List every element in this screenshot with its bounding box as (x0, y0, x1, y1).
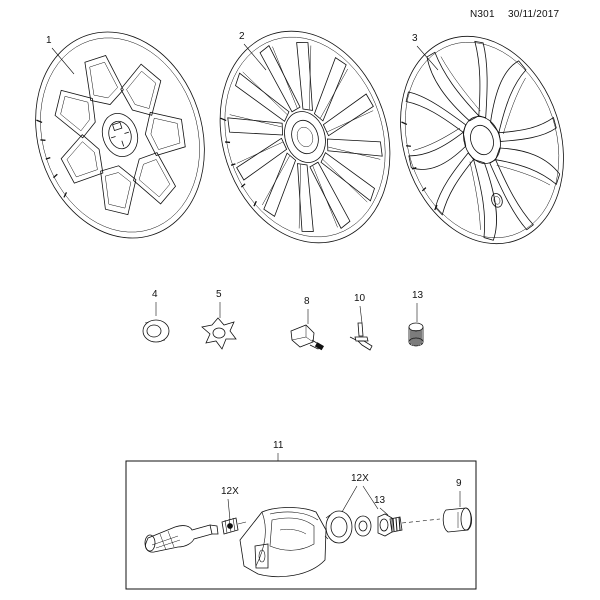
callout-12x-right: 12X (351, 473, 369, 484)
kit-sleeve (443, 508, 471, 532)
callout-8: 8 (304, 296, 310, 307)
diagram-code: N301 (470, 9, 495, 20)
kit-tpms-sensor (240, 508, 326, 577)
callout-13: 13 (412, 290, 424, 301)
part-4-ring (143, 320, 169, 342)
diagram-date: 30/11/2017 (508, 9, 560, 20)
callout-1: 1 (46, 35, 52, 46)
callout-9: 9 (456, 478, 462, 489)
kit-valve-cap (390, 517, 440, 532)
callout-5: 5 (216, 289, 222, 300)
callout-13-kit: 13 (374, 495, 386, 506)
callout-2: 2 (239, 31, 245, 42)
kit-washer (355, 516, 371, 536)
kit-grommet (325, 511, 352, 543)
part-5-star-clip (202, 318, 236, 349)
part-13-valve-cap (409, 323, 423, 346)
kit-frame (126, 461, 476, 589)
leader-lines (52, 44, 460, 520)
callout-4: 4 (152, 289, 158, 300)
wheel-cover-2 (194, 9, 417, 265)
wheel-cover-1 (10, 10, 231, 260)
wheel-cover-3 (375, 15, 590, 265)
kit-screw (222, 518, 246, 534)
kit-hex-nut (378, 514, 392, 536)
callout-10: 10 (354, 293, 366, 304)
part-8-tpms-sensor (291, 325, 323, 350)
callout-12x-left: 12X (221, 486, 239, 497)
callout-3: 3 (412, 33, 418, 44)
kit-valve-stem (145, 525, 218, 552)
part-10-valve-stem (350, 323, 372, 350)
callout-11: 11 (273, 440, 284, 451)
